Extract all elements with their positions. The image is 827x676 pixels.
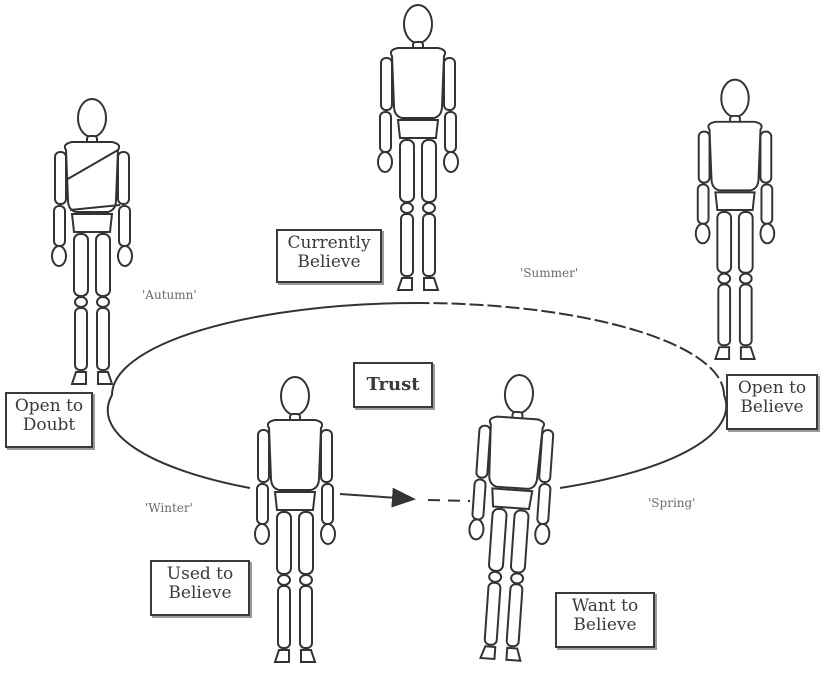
- trust-label: Trust: [353, 362, 433, 408]
- used-to-believe-line1: Used to: [166, 564, 234, 584]
- want-to-believe-line2: Believe: [573, 615, 637, 635]
- transition-arrow: [339, 487, 416, 508]
- open-to-believe-line2: Believe: [740, 397, 804, 417]
- season-summer: 'Summer': [520, 266, 579, 280]
- figure-currently-believe: [377, 4, 459, 291]
- open-to-believe-label: Open to Believe: [726, 374, 818, 430]
- figure-open-to-believe: [694, 78, 776, 360]
- season-autumn: 'Autumn': [142, 288, 197, 302]
- currently-believe-line2: Believe: [297, 252, 361, 272]
- used-to-believe-line2: Believe: [168, 583, 232, 603]
- want-to-believe-line1: Want to: [571, 596, 639, 616]
- currently-believe-label: Currently Believe: [276, 229, 382, 283]
- cycle-ellipse: [417, 302, 725, 396]
- open-to-doubt-label: Open to Doubt: [5, 392, 93, 448]
- figure-used-to-believe: [254, 376, 336, 663]
- open-to-doubt-line1: Open to: [14, 396, 84, 416]
- cycle-ellipse-left: [106, 302, 419, 489]
- open-to-doubt-line2: Doubt: [22, 415, 76, 435]
- currently-believe-line1: Currently: [287, 233, 371, 253]
- season-winter: 'Winter': [145, 501, 193, 515]
- transition-arrow-dash: [427, 499, 471, 502]
- open-to-believe-line1: Open to: [737, 378, 807, 398]
- trust-text: Trust: [366, 374, 420, 395]
- figure-open-to-doubt: [51, 98, 133, 385]
- used-to-believe-label: Used to Believe: [150, 560, 250, 616]
- want-to-believe-label: Want to Believe: [555, 592, 655, 648]
- season-spring: 'Spring': [648, 496, 696, 510]
- figure-want-to-believe: [459, 371, 562, 664]
- cycle-ellipse-right: [559, 394, 728, 489]
